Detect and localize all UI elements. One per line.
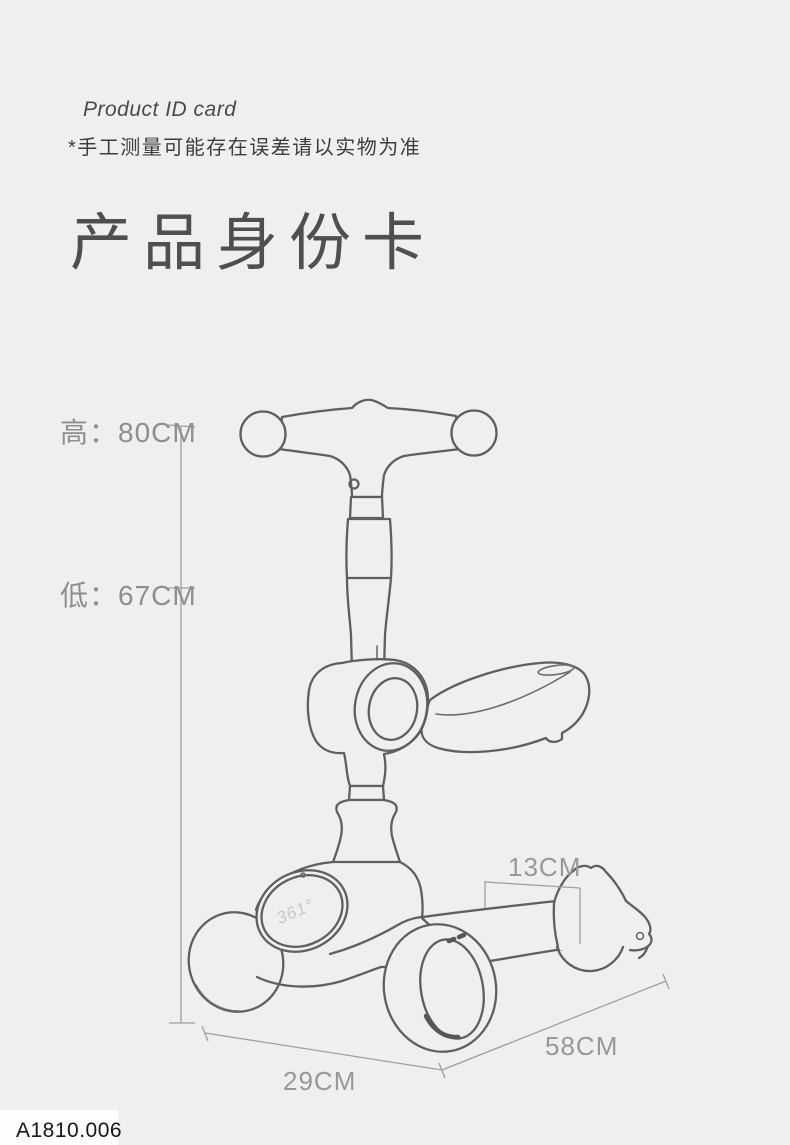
measurement-handle-height-max: 高：80CM: [60, 417, 197, 448]
front-width-dimension: [201, 1025, 446, 1079]
hub-ring-inner: [367, 677, 419, 741]
height-max-tick: [167, 424, 196, 428]
measurement-body-length: 58CM: [545, 1031, 619, 1061]
measurement-front-width: 29CM: [283, 1066, 357, 1096]
stem: [345, 495, 393, 672]
rear-width-dimension: [484, 881, 581, 944]
fold-joint-hub: [306, 658, 430, 788]
front-right-wheel: [382, 923, 498, 1053]
rear-wheel-assembly: [552, 864, 653, 973]
rear-fender: [552, 864, 653, 952]
seat: [420, 661, 591, 754]
measurement-rear-section-width: 13CM: [508, 852, 582, 882]
measurement-handle-height-min: 低：67CM: [60, 580, 197, 611]
product-code-box: [0, 1110, 118, 1145]
front-fender: [255, 869, 349, 953]
seat-tip-detail: [537, 664, 575, 676]
page-title: 产品身份卡: [70, 210, 436, 278]
front-left-wheel: [187, 911, 285, 1013]
left-grip: [239, 410, 287, 458]
eyebrow-title: Product ID card: [83, 98, 237, 121]
rear-wheel: [555, 945, 625, 973]
length-dimension: [441, 973, 670, 1071]
product-code: A1810.006: [16, 1119, 123, 1142]
measurement-disclaimer: *手工测量可能存在误差请以实物为准: [68, 137, 422, 159]
hub-ring-outer: [353, 662, 429, 752]
right-grip: [450, 409, 498, 457]
wheel-rim: [419, 938, 485, 1040]
dimension-lines: [167, 424, 670, 1079]
stem-base: [331, 784, 402, 864]
handlebar: [239, 398, 498, 499]
rear-axle-bolt: [635, 931, 645, 941]
adjust-button: [348, 478, 360, 490]
